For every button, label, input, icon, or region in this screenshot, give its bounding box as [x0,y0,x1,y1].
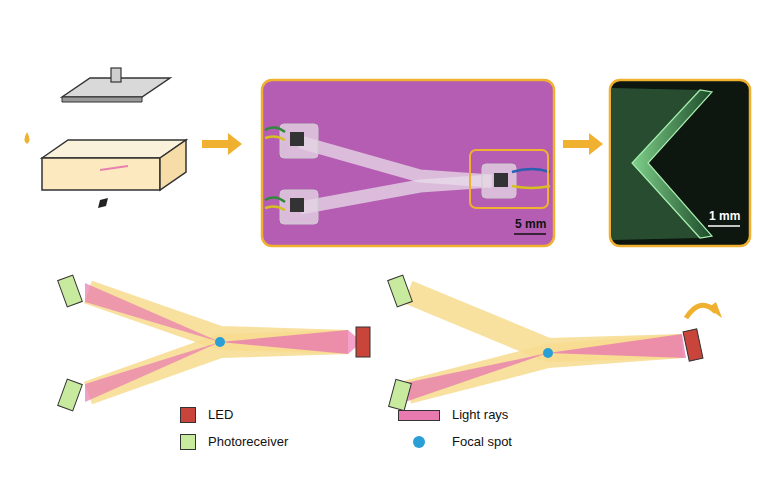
flow-arrow [563,133,603,155]
legend-swatch [398,410,440,421]
flow-arrow [202,133,242,155]
schematic-left [58,275,370,411]
device-photo [262,80,554,246]
schematic-right [388,275,722,410]
legend-text: LED [208,407,233,422]
zoom-photo [610,80,750,246]
legend-swatch [180,407,196,423]
legend-text: Focal spot [452,434,512,449]
legend-text: Light rays [452,407,508,422]
legend-swatch [413,436,425,448]
scale-label: 5 mm [515,217,546,231]
legend-text: Photoreceiver [208,434,288,449]
scale-label: 1 mm [709,209,740,223]
legend-swatch [180,434,196,450]
mold-illustration [25,68,187,208]
